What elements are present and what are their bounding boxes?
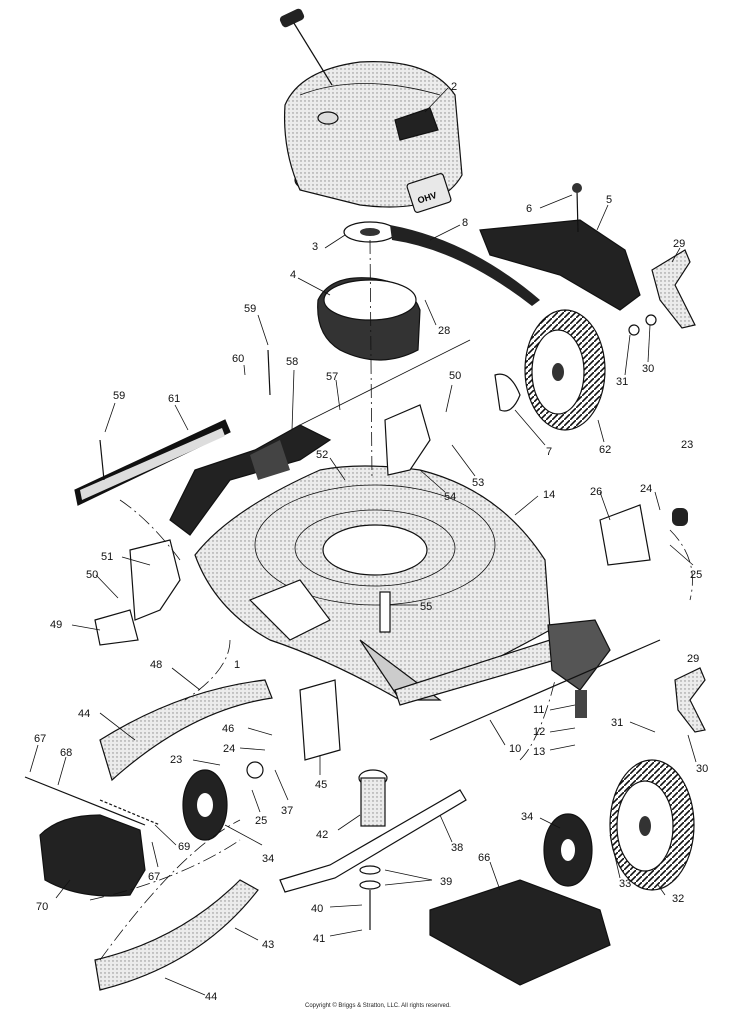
callout: 39 [440,876,452,888]
callout: 48 [150,659,162,671]
transmission-axle [429,619,661,741]
callout: 31 [616,376,628,388]
callout: 32 [672,893,684,905]
callout: 41 [313,933,325,945]
callout: 59 [244,303,256,315]
callout: 67 [34,733,46,745]
callout: 5 [606,194,612,206]
callout: 30 [642,363,654,375]
callout: 24 [223,743,235,755]
callout: 3 [312,241,318,253]
front-right-wheel [543,667,706,891]
callout: 29 [687,653,699,665]
rear-wheel-right [524,309,657,431]
callout: 58 [286,356,298,368]
callout: 31 [611,717,623,729]
copyright-notice: Copyright © Briggs & Stratton, LLC. All … [305,1003,451,1009]
engine: OHV [279,8,463,213]
callout: 2 [451,81,457,93]
callout: 44 [78,708,90,720]
callout: 6 [526,203,532,215]
callout: 54 [444,491,456,503]
callout: 7 [546,446,552,458]
callout: 14 [543,489,555,501]
callout: 60 [232,353,244,365]
callout: 10 [509,743,521,755]
callout: 61 [168,393,180,405]
front-left-wheel [182,761,264,841]
callout: 51 [101,551,113,563]
callouts: 1 2 3 4 5 6 7 8 10 11 12 13 14 23 23 24 … [29,81,708,1003]
callout: 43 [262,939,274,951]
callout: 66 [478,852,490,864]
callout: 25 [255,815,267,827]
callout: 12 [533,726,545,738]
callout: 25 [690,569,702,581]
callout: 23 [681,439,693,451]
callout: 53 [472,477,484,489]
callout: 59 [113,390,125,402]
callout: 52 [316,449,328,461]
callout: 26 [590,486,602,498]
callout: 34 [521,811,533,823]
discharge-flap [24,776,161,897]
callout: 50 [449,370,461,382]
callout: 49 [50,619,62,631]
callout: 50 [86,569,98,581]
blade [279,769,467,930]
callout: 38 [451,842,463,854]
callout: 1 [234,659,240,671]
callout: 45 [315,779,327,791]
callout: 57 [326,371,338,383]
callout: 11 [533,704,544,716]
front-skirts [94,679,273,991]
callout: 30 [696,763,708,775]
callout: 67 [148,871,160,883]
mulch-plug [429,879,611,986]
callout: 28 [438,325,450,337]
callout: 24 [640,483,652,495]
callout: 4 [290,269,296,281]
height-adjusters [94,373,688,761]
callout: 69 [178,841,190,853]
rear-deflector [74,339,471,536]
callout: 8 [462,217,468,229]
assembly-lines [89,239,693,961]
callout: 55 [420,601,432,613]
callout: 62 [599,444,611,456]
belt-cover [479,183,696,329]
pulley-belt [317,221,540,361]
callout: 40 [311,903,323,915]
callout: 46 [222,723,234,735]
callout: 23 [170,754,182,766]
callout: 44 [205,991,217,1003]
callout: 13 [533,746,545,758]
callout: 29 [673,238,685,250]
callout: 33 [619,878,631,890]
callout: 68 [60,747,72,759]
callout: 42 [316,829,328,841]
callout: 34 [262,853,274,865]
callout: 70 [36,901,48,913]
mower-deck [194,465,556,706]
callout: 37 [281,805,293,817]
